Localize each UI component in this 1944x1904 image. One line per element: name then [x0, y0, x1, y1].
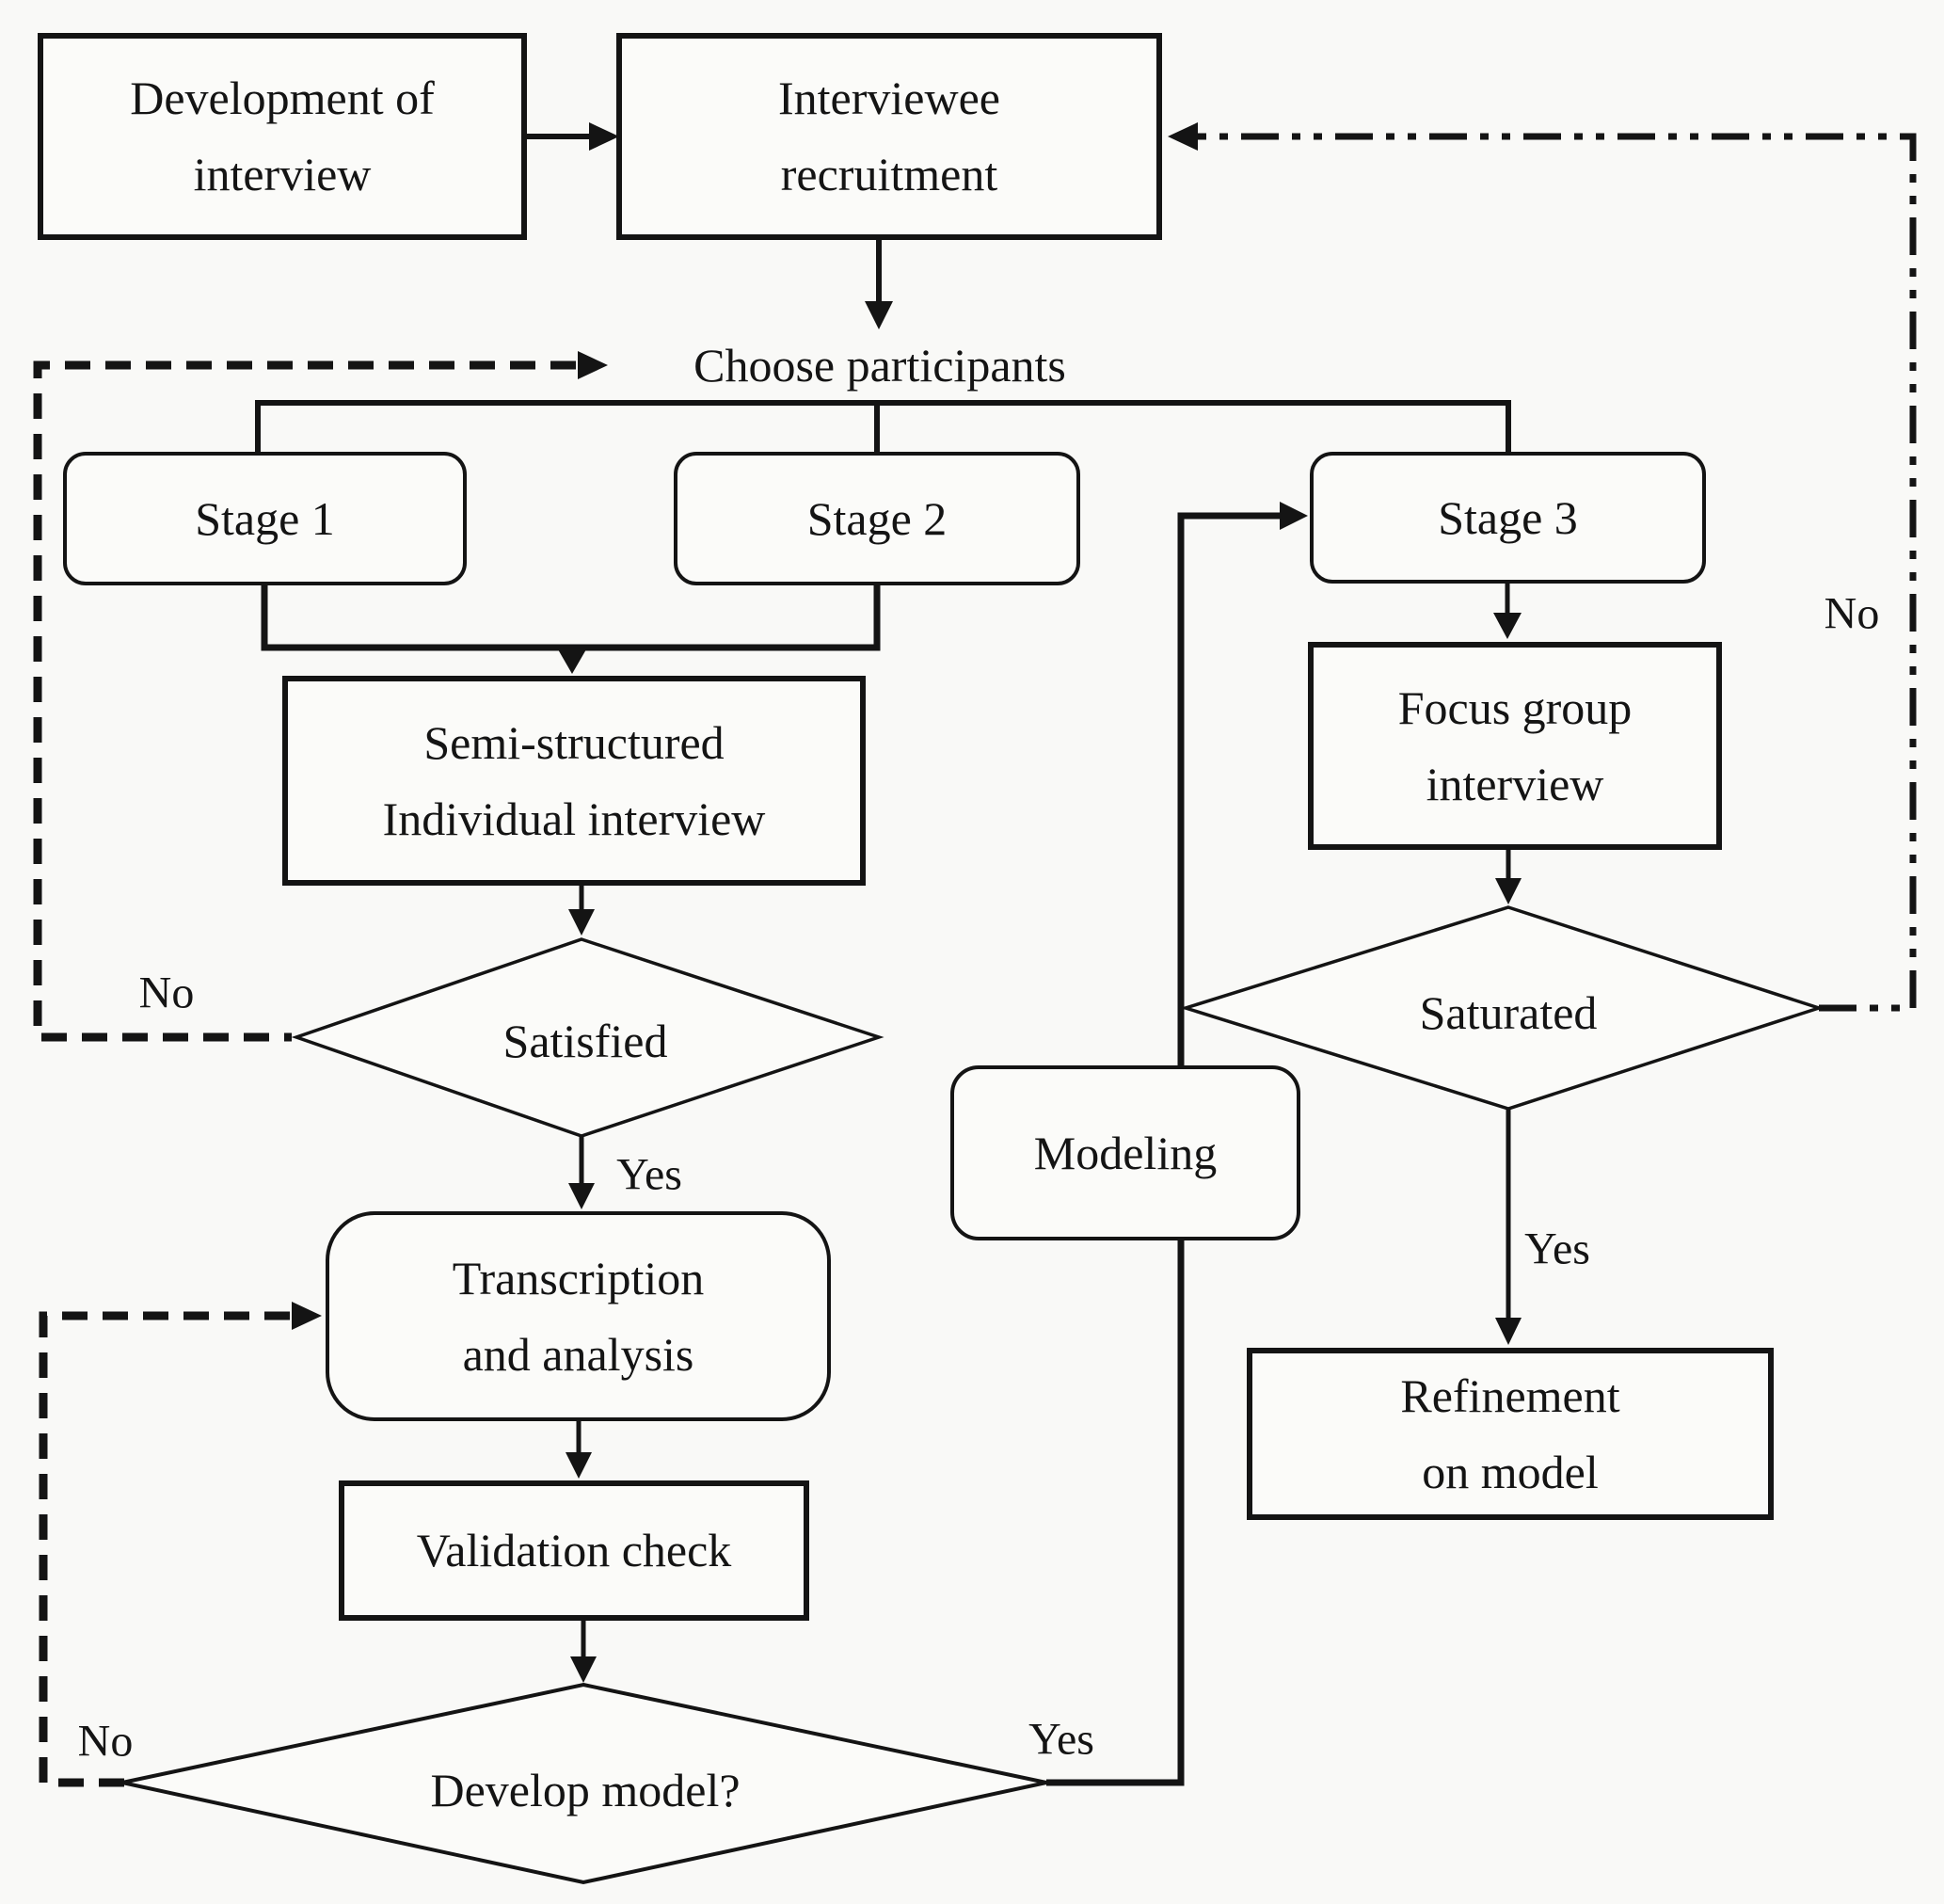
node-focus-group-interview: Focus group interview	[1308, 642, 1722, 850]
node-label: Development of interview	[130, 72, 435, 200]
edge-satisfied-no-loop	[33, 360, 576, 1042]
node-label: Interviewee recruitment	[778, 72, 1000, 200]
edge-choose-stages-bar	[255, 400, 1511, 452]
decision-saturated-label: Saturated	[1419, 986, 1598, 1039]
arrowhead-into-satisfied	[568, 909, 595, 936]
edge-label-saturated-yes: Yes	[1524, 1224, 1590, 1274]
node-label: Validation check	[416, 1524, 732, 1576]
node-refinement-on-model: Refinement on model	[1247, 1348, 1774, 1520]
satisfied-diamond	[291, 937, 884, 1138]
arrowhead-into-refinement	[1495, 1318, 1522, 1345]
node-label: Refinement on model	[1400, 1368, 1620, 1498]
edge-label-saturated-no: No	[1824, 588, 1880, 639]
edge-label-satisfied-yes: Yes	[616, 1149, 682, 1200]
node-modeling: Modeling	[950, 1065, 1300, 1240]
edge-stages-merge-bar	[261, 584, 881, 651]
arrowhead-into-saturated	[1495, 878, 1522, 904]
edge-label-satisfied-no: No	[138, 968, 195, 1018]
node-label: Semi-structured Individual interview	[382, 715, 766, 845]
node-choose-participants: Choose participants	[693, 339, 1066, 392]
node-label: Stage 1	[195, 491, 335, 545]
node-interviewee-recruitment: Interviewee recruitment	[616, 33, 1162, 240]
saturated-diamond	[1180, 905, 1824, 1111]
edge-develop-no-loop	[39, 1311, 290, 1787]
node-label: Modeling	[1033, 1126, 1218, 1179]
arrowhead-into-transcription	[568, 1183, 595, 1209]
develop-model-diamond	[121, 1682, 1047, 1885]
node-stage-3: Stage 3	[1310, 452, 1706, 584]
arrowhead-dashed-into-choose	[578, 351, 608, 379]
edge-label-develop-yes: Yes	[1028, 1714, 1094, 1765]
arrowhead-dashdot-into-recruitment	[1168, 122, 1198, 151]
arrowhead-into-recruitment	[589, 122, 619, 151]
node-label: Stage 3	[1438, 490, 1578, 544]
arrowhead-into-focus	[1493, 613, 1522, 639]
arrowhead-into-stage3	[1280, 502, 1308, 530]
arrowhead-into-choose	[865, 301, 893, 329]
edge-saturated-no-loop	[1197, 133, 1917, 1012]
decision-satisfied-label: Satisfied	[502, 1015, 668, 1067]
arrowhead-into-develop	[570, 1656, 597, 1683]
arrowhead-into-semi	[558, 649, 586, 674]
arrowhead-dashed-into-transcription	[292, 1302, 322, 1330]
edge-label-develop-no: No	[77, 1716, 134, 1767]
node-validation-check: Validation check	[339, 1480, 809, 1621]
node-transcription-and-analysis: Transcription and analysis	[326, 1211, 831, 1421]
node-stage-1: Stage 1	[63, 452, 467, 585]
decision-develop-model-label: Develop model?	[430, 1764, 741, 1816]
node-semi-structured-interview: Semi-structured Individual interview	[282, 676, 866, 886]
node-label: Stage 2	[806, 491, 948, 545]
node-stage-2: Stage 2	[674, 452, 1080, 585]
arrowhead-into-validation	[566, 1452, 592, 1479]
node-label: Focus group interview	[1397, 680, 1633, 810]
node-label: Transcription and analysis	[452, 1251, 705, 1381]
node-development-of-interview: Development of interview	[38, 33, 527, 240]
